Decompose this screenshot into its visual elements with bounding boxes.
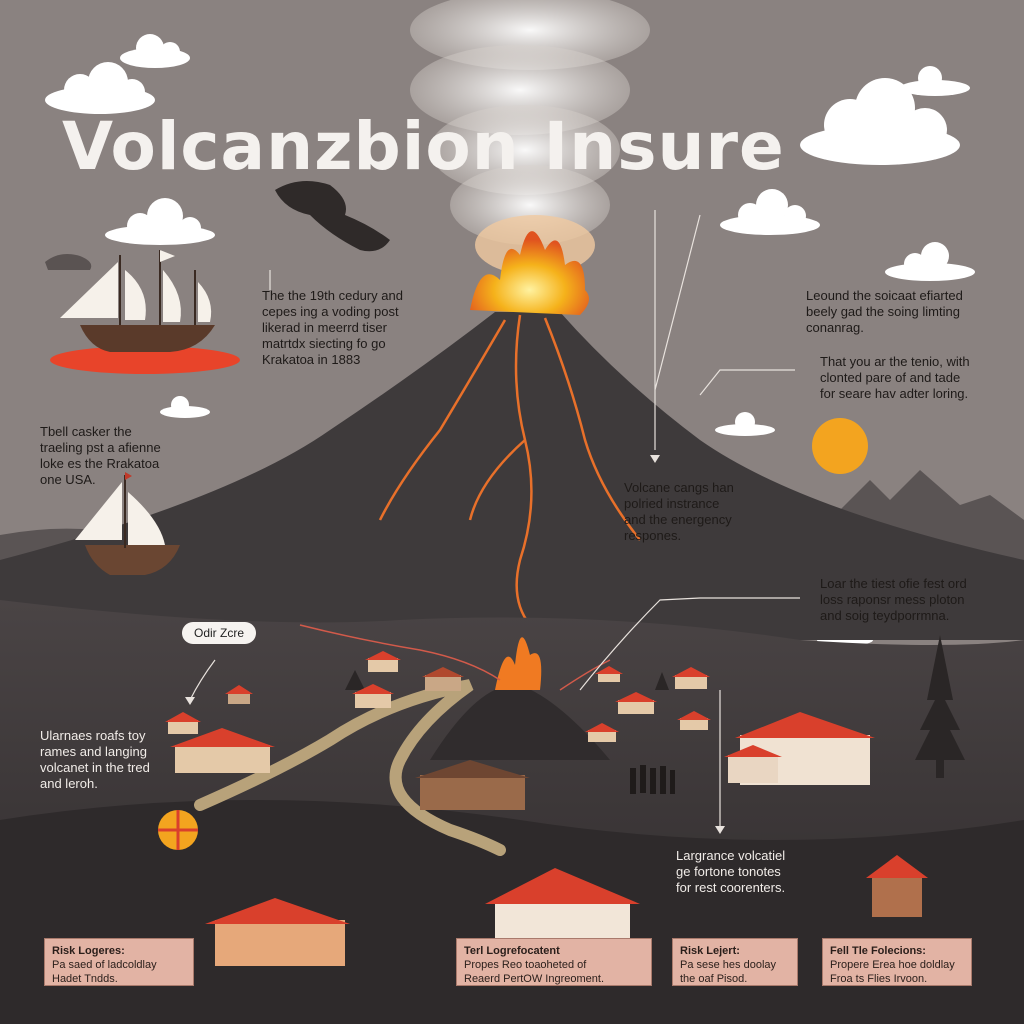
cloud — [160, 396, 210, 418]
house-foreground-right — [866, 855, 928, 917]
house-large-villa — [724, 712, 875, 785]
note-response: Volcane cangs han polried instrance and … — [624, 480, 734, 543]
page-title: Volcanzbion Insure — [62, 108, 785, 185]
house — [677, 711, 711, 730]
cloud — [800, 78, 960, 165]
house — [415, 760, 530, 810]
arrow-heads — [185, 455, 725, 834]
house — [422, 667, 464, 691]
cloud — [885, 242, 975, 281]
smoke-plume — [410, 0, 650, 275]
info-card: Risk Logeres: Pa saed of ladcoldlay Hade… — [44, 938, 194, 986]
note-coverage: That you ar the tenio, with clonted pare… — [820, 354, 970, 401]
minor-volcano — [430, 684, 610, 760]
card-title: Terl Logrefocatent — [464, 945, 560, 957]
clouds — [45, 34, 975, 646]
card-title: Risk Logeres: — [52, 945, 125, 957]
sailing-ship-sloop — [75, 472, 180, 575]
beach-ball — [158, 810, 198, 850]
house — [352, 684, 394, 708]
house — [225, 685, 253, 704]
cloud — [120, 34, 190, 68]
sun — [812, 418, 868, 474]
card-title: Fell Tle Folecions: — [830, 945, 926, 957]
ash-cloud — [275, 181, 390, 252]
house-foreground-left — [205, 898, 350, 966]
note-losses: Loar the tiest ofie fest ord loss rapons… — [820, 576, 967, 623]
house-foreground-center — [485, 868, 640, 938]
card-text: Propere Erea hoe doldlay Froa ts Flies I… — [830, 959, 955, 985]
storm-cloud — [45, 254, 92, 270]
note-history: The the 19th cedury and cepes ing a vodi… — [262, 288, 403, 367]
village-houses — [165, 651, 928, 966]
info-card: Terl Logrefocatent Propes Reo toaoheted … — [456, 938, 652, 986]
main-volcano — [0, 312, 1024, 640]
card-text: Pa saed of ladcoldlay Hadet Tndds. — [52, 959, 157, 985]
house — [585, 723, 619, 742]
people-group — [630, 765, 675, 794]
house — [615, 692, 657, 714]
eruption-fire — [470, 231, 589, 315]
note-claims: Leound the soicaat efiarted beely gad th… — [806, 288, 963, 335]
zone-callout: Odir Zcre — [182, 622, 257, 644]
pine-trees — [345, 635, 965, 778]
cloud — [105, 198, 215, 245]
cloud — [45, 62, 155, 114]
card-text: Propes Reo toaoheted of Reaerd PertOW In… — [464, 959, 605, 985]
house — [170, 728, 275, 773]
note-lava: Ularnaes roafs toy rames and langing vol… — [40, 728, 150, 791]
cloud — [720, 189, 820, 235]
minor-volcano-fire — [495, 637, 542, 690]
connector-lines — [189, 210, 800, 830]
cloud — [715, 412, 775, 436]
house — [365, 651, 401, 672]
card-title: Risk Lejert: — [680, 945, 740, 957]
note-trading: Tbell casker the traeling pst a afienne … — [40, 424, 161, 487]
house — [672, 667, 710, 689]
card-text: Pa sese hes doolay the oaf Pisod. — [680, 959, 777, 985]
lava-streams — [378, 314, 641, 626]
sailing-ship-galleon — [50, 250, 240, 374]
info-card: Risk Lejert: Pa sese hes doolay the oaf … — [672, 938, 798, 986]
cloud — [900, 66, 970, 96]
lava-flow-arrows — [299, 624, 611, 691]
house — [595, 666, 623, 682]
winding-road — [194, 679, 506, 856]
house — [165, 712, 201, 734]
note-assessment: Largrance volcatiel ge fortone tonotes f… — [676, 848, 786, 895]
info-card: Fell Tle Folecions: Propere Erea hoe dol… — [822, 938, 972, 986]
